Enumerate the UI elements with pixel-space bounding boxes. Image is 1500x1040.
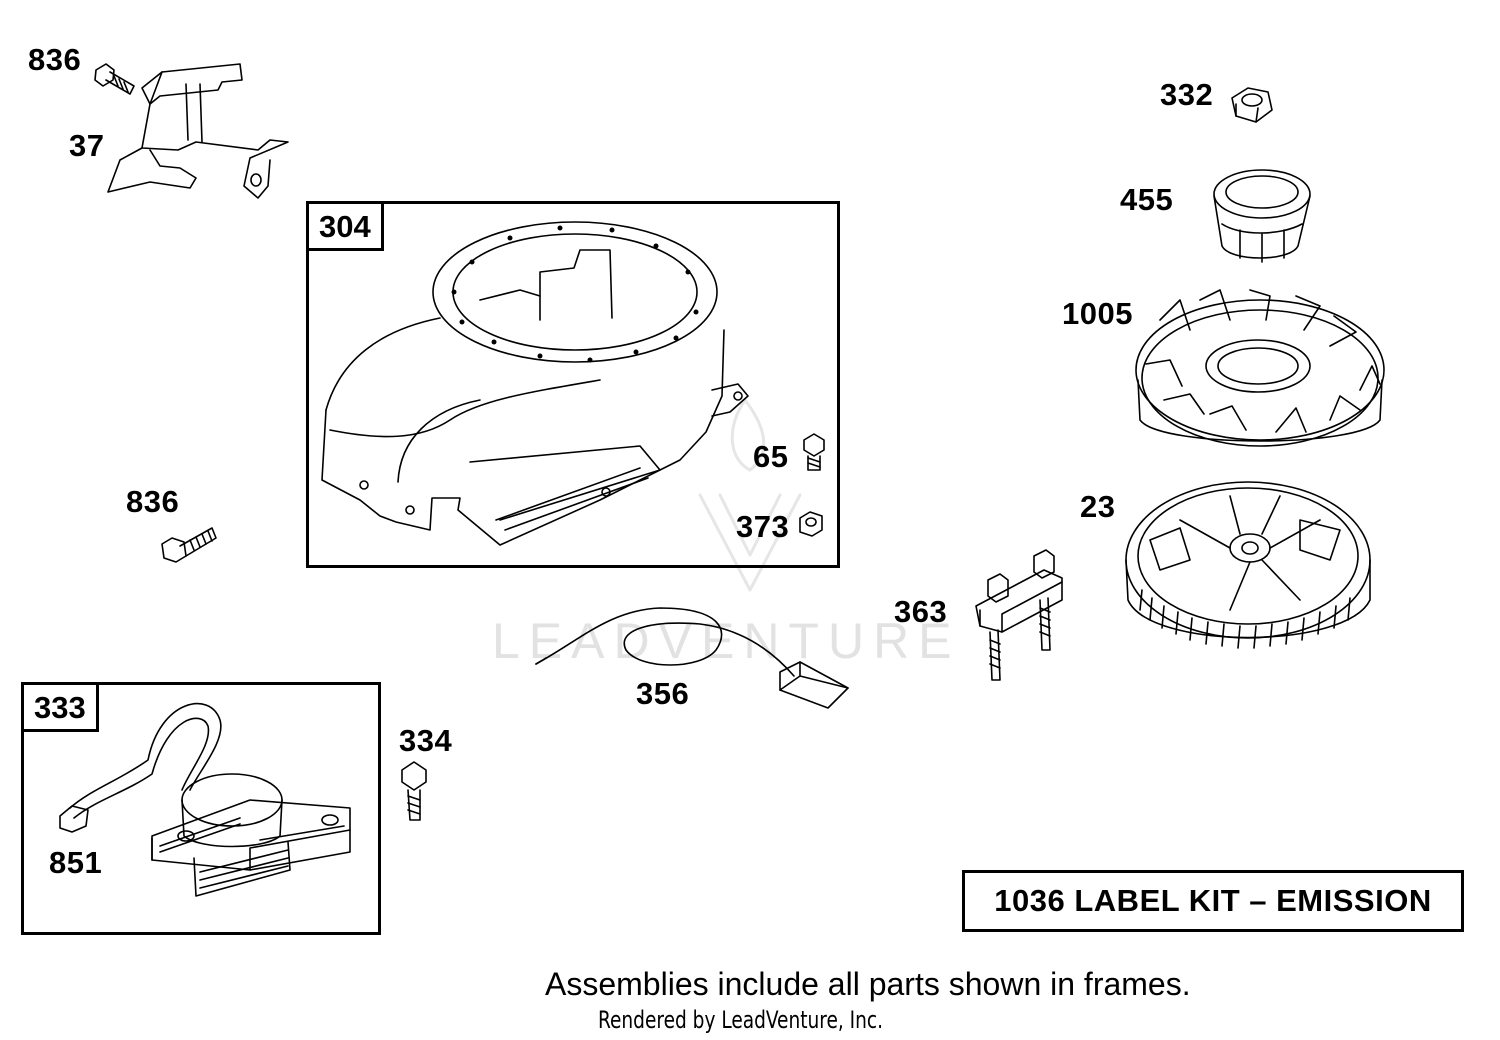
- render-credit: Rendered by LeadVenture, Inc.: [598, 1006, 884, 1034]
- frame-tag-304: 304: [309, 204, 384, 251]
- part-label-373: 373: [736, 509, 790, 544]
- armature-333-drawing: [59, 702, 351, 897]
- part-label-1005: 1005: [1062, 296, 1133, 331]
- starter-cup-455-drawing: [1213, 169, 1311, 263]
- baffle-37-drawing: [107, 63, 289, 199]
- assembly-frame-304: 304: [306, 201, 840, 568]
- label-kit-emission-text: 1036 LABEL KIT – EMISSION: [994, 883, 1432, 918]
- bolt-836-mid-drawing: [161, 527, 217, 563]
- ground-wire-356-drawing: [535, 607, 849, 709]
- fan-1005-drawing: [1135, 289, 1385, 447]
- part-label-363: 363: [894, 594, 948, 629]
- assembly-frame-333: 333: [21, 682, 381, 935]
- part-label-836-mid: 836: [126, 484, 180, 519]
- part-label-851: 851: [49, 845, 103, 880]
- part-label-37: 37: [69, 128, 105, 163]
- part-label-334: 334: [399, 723, 453, 758]
- part-label-23: 23: [1080, 489, 1116, 524]
- part-label-836-top: 836: [28, 42, 82, 77]
- assembly-note: Assemblies include all parts shown in fr…: [545, 966, 1191, 1002]
- bolt-65-drawing: [803, 433, 825, 471]
- part-label-65: 65: [753, 439, 789, 474]
- watermark-text: LEADVENTURE: [492, 613, 961, 669]
- part-label-356: 356: [636, 676, 690, 711]
- blower-housing-304-drawing: [321, 221, 749, 546]
- label-kit-emission-box: 1036 LABEL KIT – EMISSION: [962, 870, 1464, 932]
- watermark-logo: [698, 398, 802, 592]
- flywheel-23-drawing: [1125, 481, 1371, 649]
- nut-373-drawing: [799, 511, 823, 537]
- part-label-332: 332: [1160, 77, 1214, 112]
- bracket-363-drawing: [975, 549, 1063, 681]
- screw-334-drawing: [401, 761, 427, 821]
- frame-tag-333: 333: [24, 685, 99, 732]
- part-label-455: 455: [1120, 182, 1174, 217]
- nut-332-drawing: [1231, 87, 1273, 123]
- bolt-836-top-drawing: [94, 63, 135, 95]
